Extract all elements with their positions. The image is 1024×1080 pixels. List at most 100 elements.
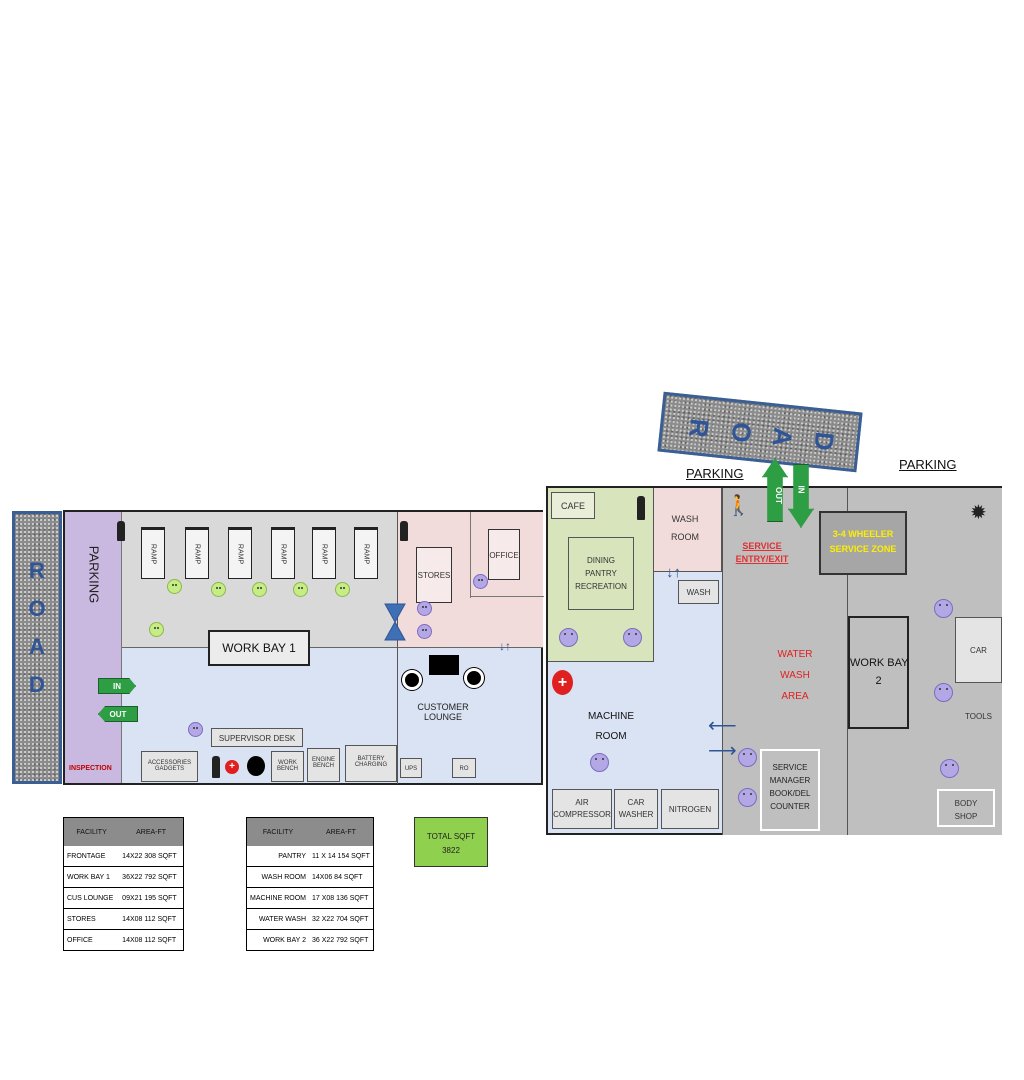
- parking-label: PARKING: [899, 457, 957, 472]
- door-arrow-icon: ⟶: [708, 740, 737, 762]
- ro-unit: RO: [452, 758, 476, 778]
- dining-pantry-recreation: DINING PANTRY RECREATION: [568, 537, 634, 610]
- total-label: TOTAL SQFT: [426, 832, 476, 841]
- supervisor-icon: [188, 722, 203, 737]
- customer-lounge-label: CUSTOMER LOUNGE: [417, 702, 469, 722]
- stores-room: STORES: [416, 547, 452, 603]
- car-tools: CAR TOOLS: [955, 617, 1002, 721]
- accessories-gadgets: ACCESSORIES GADGETS: [141, 751, 198, 782]
- body-shop: BODY SHOP: [937, 789, 995, 827]
- road-left: R O A D: [12, 511, 62, 784]
- worker-icon: [252, 582, 267, 597]
- staff-icon: [473, 574, 488, 589]
- wash-unit: WASH: [678, 580, 719, 604]
- worker-icon: [293, 582, 308, 597]
- nitrogen: NITROGEN: [661, 789, 719, 829]
- valve-icon: [384, 603, 406, 641]
- road-letter: A: [766, 425, 799, 448]
- sofa-icon: [429, 655, 459, 675]
- ramp: RAMP: [228, 527, 252, 579]
- emergency-exit-icon: 🚶: [726, 495, 751, 517]
- road-letter: D: [808, 430, 841, 453]
- service-zone-label: 3-4 WHEELER SERVICE ZONE: [819, 511, 907, 575]
- work-bench: WORK BENCH: [271, 751, 304, 782]
- ramp: RAMP: [312, 527, 336, 579]
- worker-icon: [335, 582, 350, 597]
- staff-icon: [940, 759, 959, 778]
- ramp: RAMP: [271, 527, 295, 579]
- staff-icon: [738, 748, 757, 767]
- service-manager-counter: SERVICE MANAGER BOOK/DEL COUNTER: [760, 749, 820, 831]
- cafe: CAFE: [551, 492, 595, 519]
- road-top: R O A D: [657, 391, 863, 473]
- office-room: OFFICE: [488, 529, 520, 580]
- staff-icon: [738, 788, 757, 807]
- staff-icon: [934, 683, 953, 702]
- chair-icon: [464, 668, 484, 688]
- wash-room: WASH ROOM: [671, 514, 699, 542]
- engine-bench: ENGINE BENCH: [307, 748, 340, 782]
- worker-icon: [149, 622, 164, 637]
- first-aid-icon: +: [225, 760, 239, 774]
- total-value: 3822: [442, 846, 460, 855]
- water-wash-area: WATER WASH AREA: [777, 649, 813, 702]
- ramp: RAMP: [141, 527, 165, 579]
- fire-extinguisher-icon: [400, 521, 408, 541]
- inspection-label: INSPECTION: [69, 765, 112, 772]
- machine-room: MACHINE ROOM: [587, 711, 635, 742]
- in-arrow: IN: [98, 678, 136, 694]
- ramp: RAMP: [354, 527, 378, 579]
- road-letter: O: [725, 420, 758, 445]
- chair-icon: [402, 670, 422, 690]
- work-bay-1-label: WORK BAY 1: [208, 630, 310, 666]
- road-letter: R: [683, 417, 715, 440]
- road-letter: D: [29, 672, 45, 697]
- out-arrow: OUT: [98, 706, 138, 722]
- work-bay-area: [122, 512, 397, 648]
- ramp: RAMP: [185, 527, 209, 579]
- wash-room-area: [654, 488, 722, 572]
- ups-unit: UPS: [400, 758, 422, 778]
- staff-icon: [417, 601, 432, 616]
- door-arrows-icon: ↓↑: [499, 639, 511, 653]
- tools-icon: ✹: [970, 502, 987, 524]
- fire-extinguisher-icon: [212, 756, 220, 778]
- total-sqft-box: TOTAL SQFT 3822: [414, 817, 488, 867]
- worker-icon: [211, 582, 226, 597]
- fire-extinguisher-icon: [637, 496, 645, 520]
- staff-icon: [934, 599, 953, 618]
- parking-label: PARKING: [686, 466, 744, 481]
- work-bay-2-label: WORK BAY 2: [848, 616, 909, 729]
- parking-area: PARKING INSPECTION: [65, 512, 122, 783]
- door-arrows-icon: ↓↑: [666, 564, 681, 581]
- worker-icon: [167, 579, 182, 594]
- supervisor-desk: SUPERVISOR DESK: [211, 728, 303, 747]
- road-letter: A: [29, 634, 45, 659]
- staff-icon: [623, 628, 642, 647]
- door-arrow-icon: ⟵: [708, 715, 737, 737]
- air-compressor: AIR COMPRESSOR: [552, 789, 612, 829]
- staff-icon: [590, 753, 609, 772]
- left-floor-plan: PARKING INSPECTION RAMP RAMP RAMP RAMP R…: [63, 510, 544, 785]
- first-aid-icon: +: [552, 670, 573, 695]
- parking-label: PARKING: [86, 545, 102, 604]
- service-entry-exit-label: SERVICE ENTRY/EXIT: [735, 541, 789, 564]
- battery-charging: BATTERY CHARGING: [345, 745, 397, 782]
- road-letter: O: [28, 596, 46, 621]
- car-washer: CAR WASHER: [614, 789, 658, 829]
- road-letter: R: [29, 558, 45, 583]
